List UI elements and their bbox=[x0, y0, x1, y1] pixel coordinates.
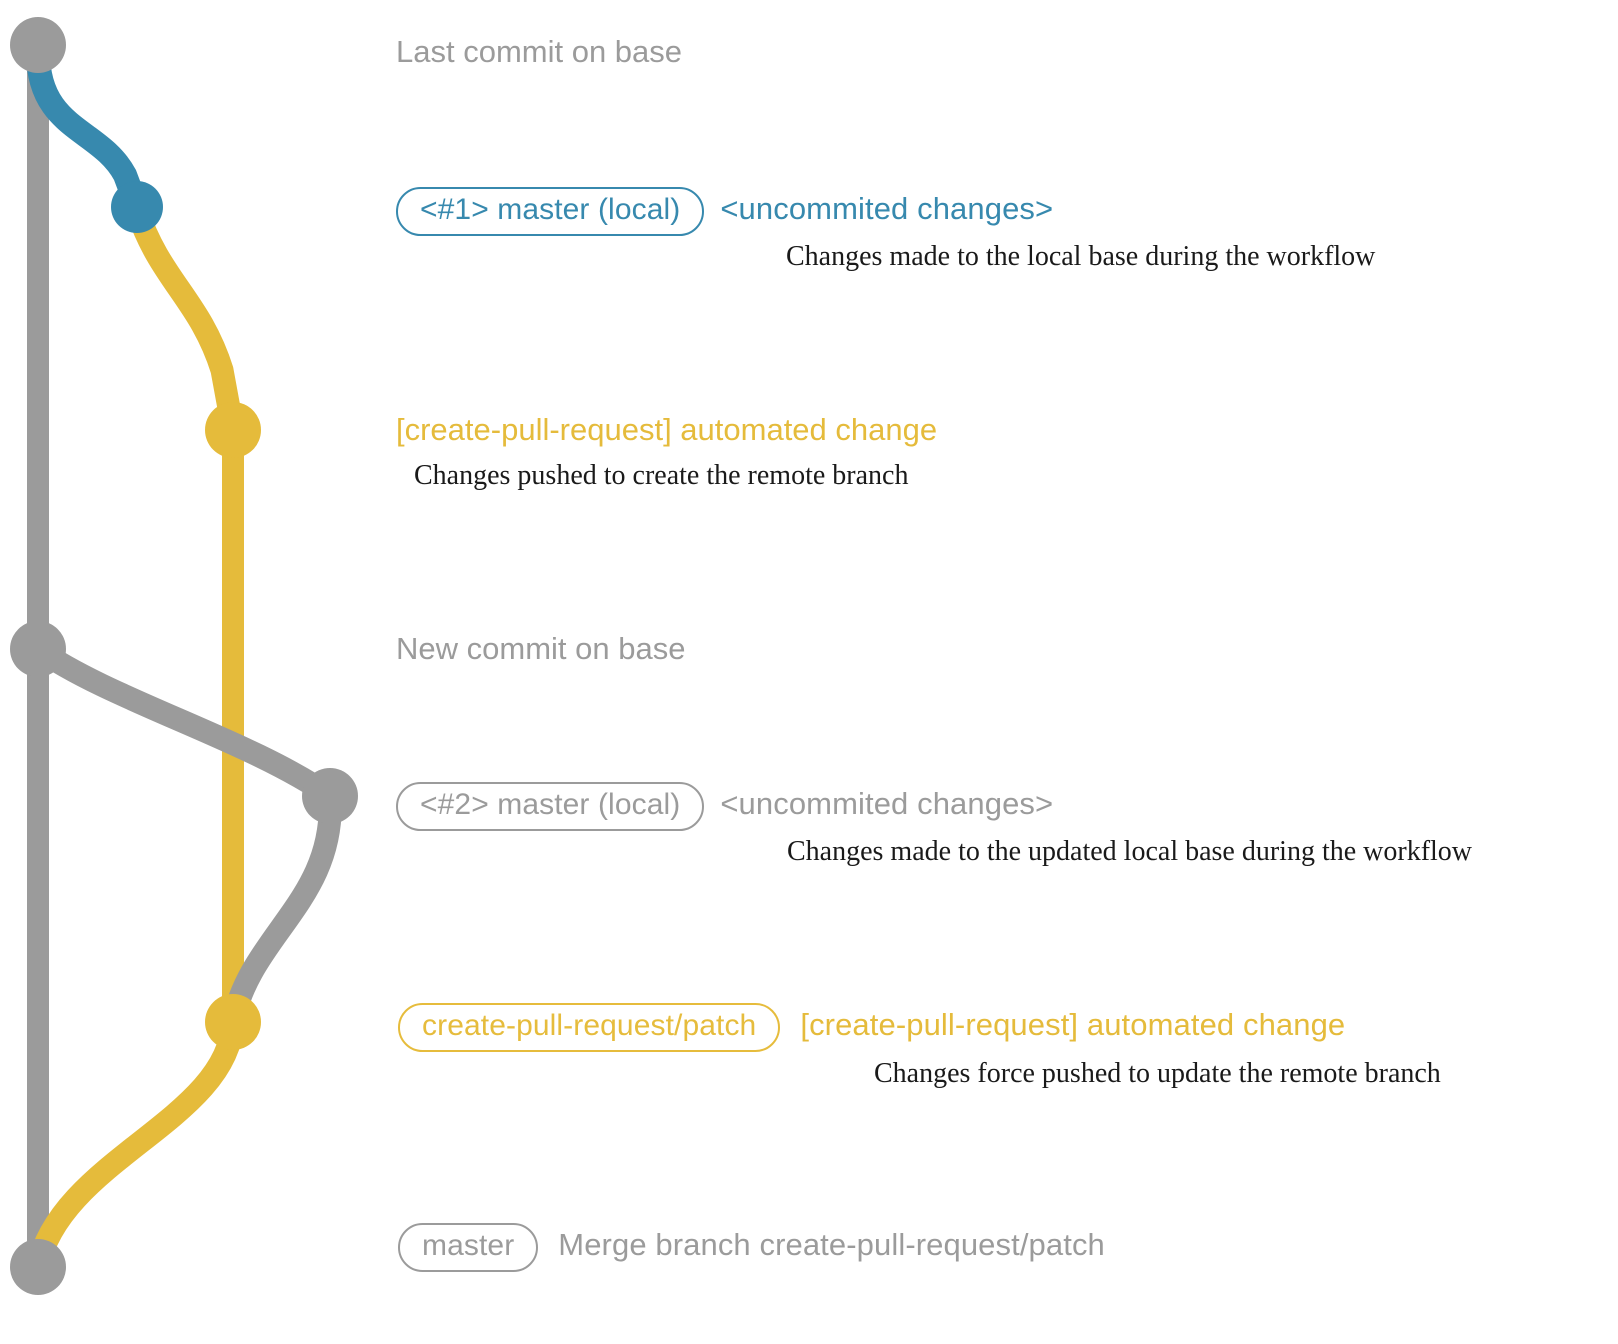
patch-2-merge-line bbox=[26, 1010, 245, 1279]
description-master-local-1: Changes made to the local base during th… bbox=[786, 241, 1376, 272]
subject-master-local-1: <uncommited changes> bbox=[720, 191, 1054, 226]
node-local-2[interactable]: <#2> master (local) bbox=[302, 768, 358, 824]
node-base-top[interactable]: Last commit on base bbox=[10, 17, 66, 73]
node-patch-1[interactable]: automated change (push) bbox=[205, 402, 261, 458]
row-master-local-1: <#1> master (local) <uncommited changes> bbox=[396, 187, 1053, 236]
patch-1-connector bbox=[125, 198, 245, 442]
node-base-new[interactable]: New commit on base bbox=[10, 621, 66, 677]
description-master-local-2: Changes made to the updated local base d… bbox=[787, 836, 1473, 867]
label-last-commit-on-base: Last commit on base bbox=[396, 34, 683, 69]
local-2-to-patch-connector bbox=[221, 784, 342, 1034]
label-new-commit-on-base: New commit on base bbox=[396, 631, 686, 666]
row-patch-branch: create-pull-request/patch [create-pull-r… bbox=[398, 1003, 1345, 1052]
description-automated-change-1: Changes pushed to create the remote bran… bbox=[414, 460, 909, 491]
local-1-branch-line bbox=[26, 40, 149, 219]
row-master-merge: master Merge branch create-pull-request/… bbox=[398, 1223, 1105, 1272]
badge-master-local-1[interactable]: <#1> master (local) bbox=[396, 187, 705, 236]
badge-master-local-2[interactable]: <#2> master (local) bbox=[396, 782, 705, 831]
node-master-merge[interactable]: master merge commit bbox=[10, 1239, 66, 1295]
subject-master-merge: Merge branch create-pull-request/patch bbox=[558, 1227, 1105, 1262]
row-master-local-2: <#2> master (local) <uncommited changes> bbox=[396, 782, 1053, 831]
local-2-branch-line bbox=[26, 637, 342, 808]
subject-patch-branch: [create-pull-request] automated change bbox=[800, 1007, 1346, 1042]
node-patch-2[interactable]: automated change (force) bbox=[205, 994, 261, 1050]
badge-master[interactable]: master bbox=[398, 1223, 539, 1272]
badge-create-pull-request-patch[interactable]: create-pull-request/patch bbox=[398, 1003, 781, 1052]
description-patch-branch: Changes force pushed to update the remot… bbox=[874, 1058, 1441, 1089]
subject-master-local-2: <uncommited changes> bbox=[720, 786, 1054, 821]
subject-automated-change-1: [create-pull-request] automated change bbox=[396, 412, 938, 447]
node-local-1[interactable]: <#1> master (local) bbox=[111, 181, 163, 233]
